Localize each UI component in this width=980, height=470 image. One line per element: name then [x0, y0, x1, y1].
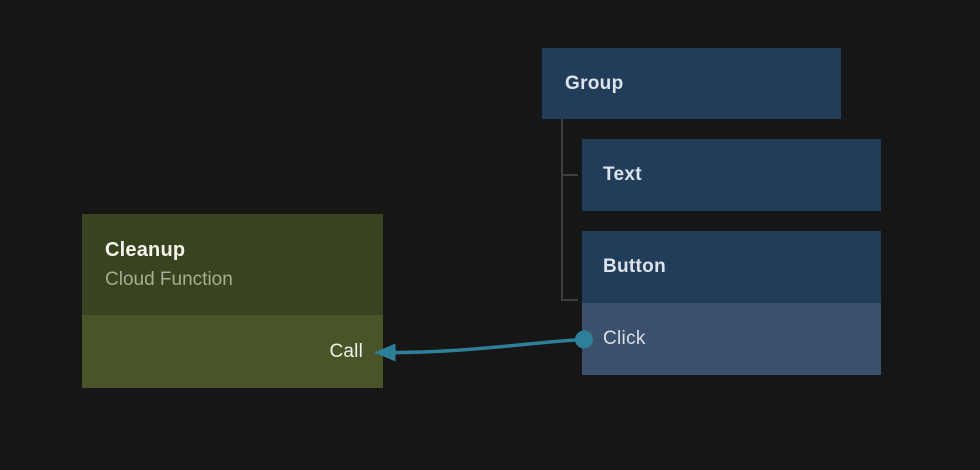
node-subtitle: Cloud Function	[105, 268, 233, 290]
call-input-label: Call	[329, 340, 363, 362]
tree-connector-trunk	[561, 119, 563, 301]
widget-node-button[interactable]: Button Click	[582, 231, 881, 375]
widget-node-group[interactable]: Group	[542, 48, 841, 119]
tree-connector-button-branch	[561, 299, 578, 301]
node-title: Cleanup	[105, 238, 186, 261]
cloud-function-node[interactable]: Cleanup Cloud Function Call	[82, 214, 383, 388]
click-event-row[interactable]: Click	[582, 303, 881, 375]
connection-wire[interactable]	[382, 337, 586, 355]
widget-node-label: Group	[565, 72, 624, 94]
widget-node-label: Button	[603, 256, 666, 277]
widget-node-label: Text	[603, 164, 642, 185]
click-event-label: Click	[603, 328, 646, 349]
widget-node-button-header: Button	[582, 231, 881, 303]
call-input-row[interactable]: Call	[82, 315, 383, 388]
widget-node-text[interactable]: Text	[582, 139, 881, 211]
tree-connector-text-branch	[561, 174, 578, 176]
cloud-function-header: Cleanup Cloud Function	[82, 214, 383, 315]
